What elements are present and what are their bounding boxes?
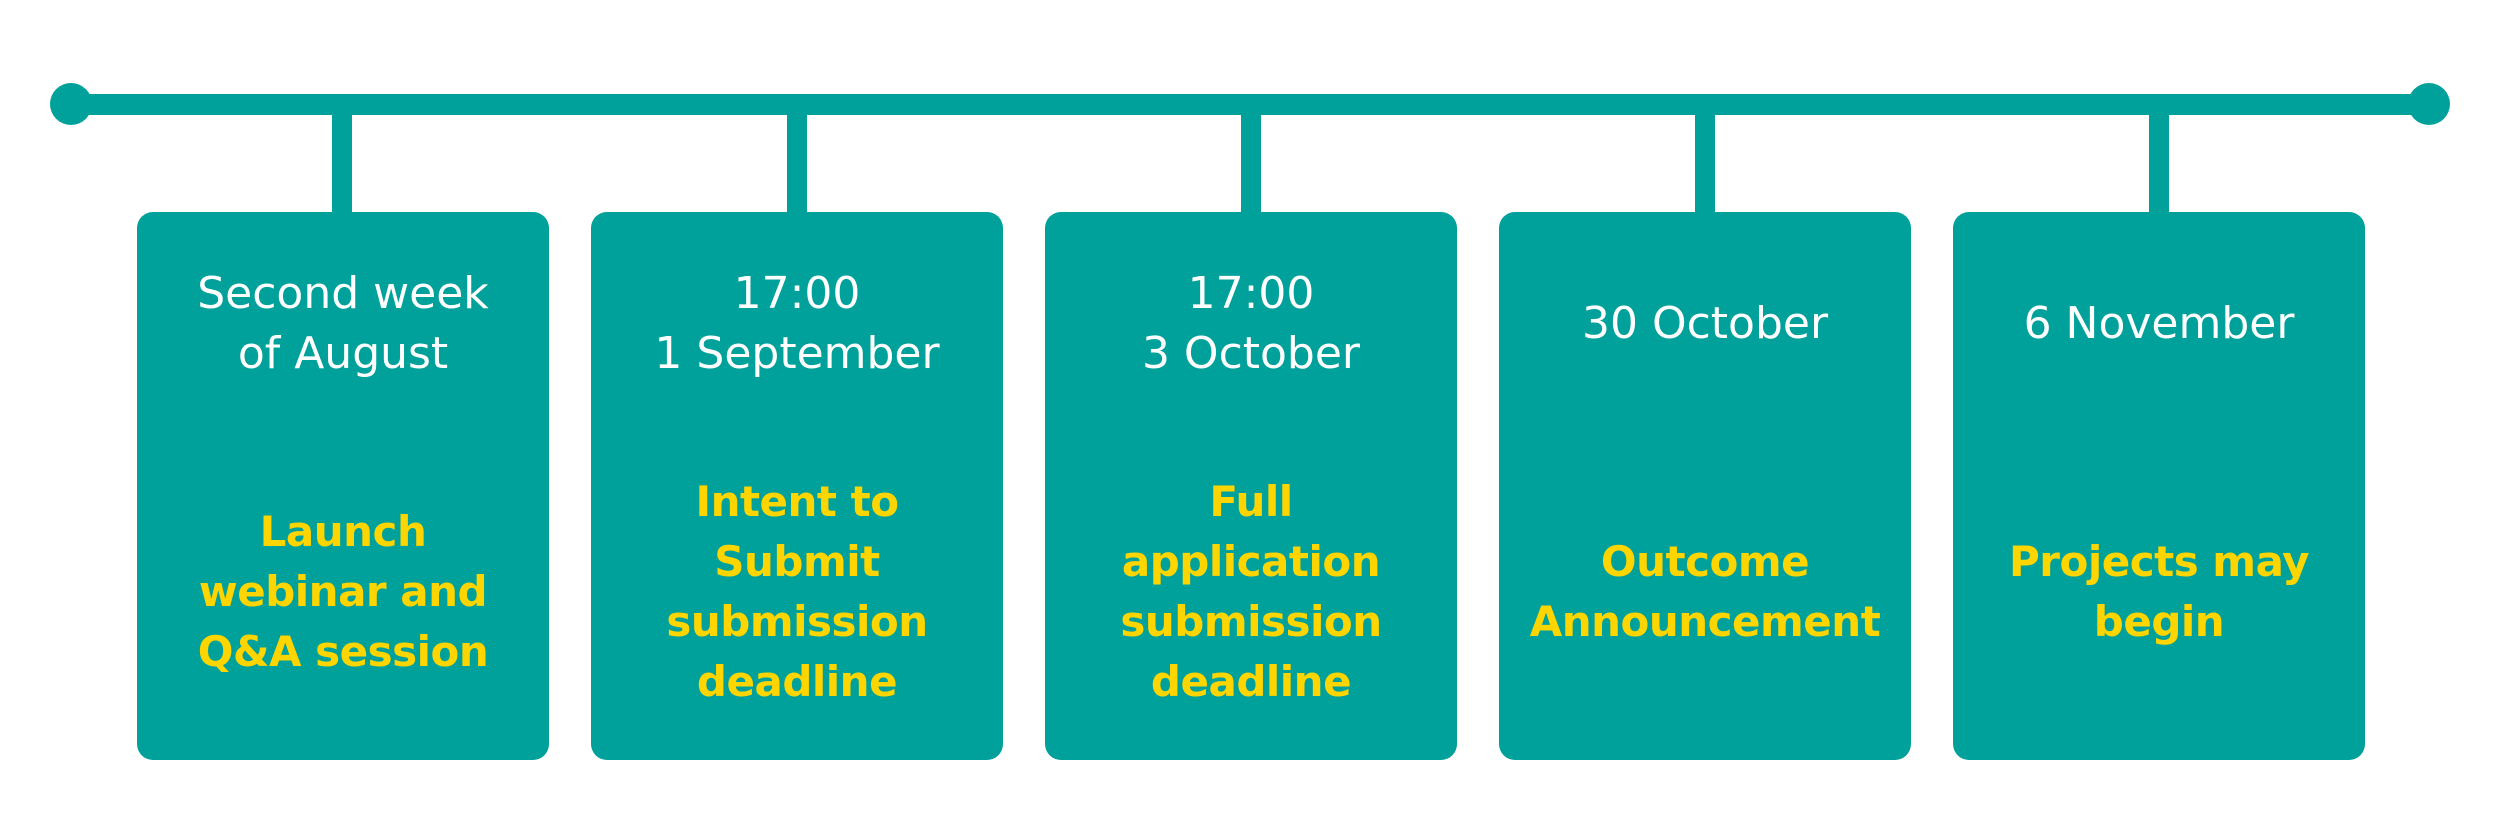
- connector-4: [1695, 105, 1715, 217]
- milestone-event: Outcome Announcement: [1529, 537, 1881, 646]
- connector-1: [332, 105, 352, 217]
- connector-2: [787, 105, 807, 217]
- milestone-event: Full application submission deadline: [1120, 477, 1382, 706]
- milestone-event: Launch webinar and Q&A session: [197, 507, 489, 676]
- timeline-end-dot: [2408, 83, 2450, 125]
- milestone-card-1: Second week of August Launch webinar and…: [137, 212, 549, 760]
- milestone-date: 17:00 1 September: [654, 268, 940, 379]
- milestone-card-3: 17:00 3 October Full application submiss…: [1045, 212, 1457, 760]
- timeline-start-dot: [50, 83, 92, 125]
- milestone-date: 30 October: [1581, 298, 1829, 349]
- milestone-card-2: 17:00 1 September Intent to Submit submi…: [591, 212, 1003, 760]
- milestone-date: 17:00 3 October: [1141, 268, 1361, 379]
- connector-3: [1241, 105, 1261, 217]
- milestone-date: Second week of August: [197, 268, 489, 379]
- milestone-date: 6 November: [2023, 298, 2295, 349]
- milestone-card-4: 30 October Outcome Announcement: [1499, 212, 1911, 760]
- connector-5: [2149, 105, 2169, 217]
- timeline-line: [70, 94, 2430, 115]
- milestone-event: Projects may begin: [2008, 537, 2310, 646]
- milestone-event: Intent to Submit submission deadline: [666, 477, 928, 706]
- milestone-card-5: 6 November Projects may begin: [1953, 212, 2365, 760]
